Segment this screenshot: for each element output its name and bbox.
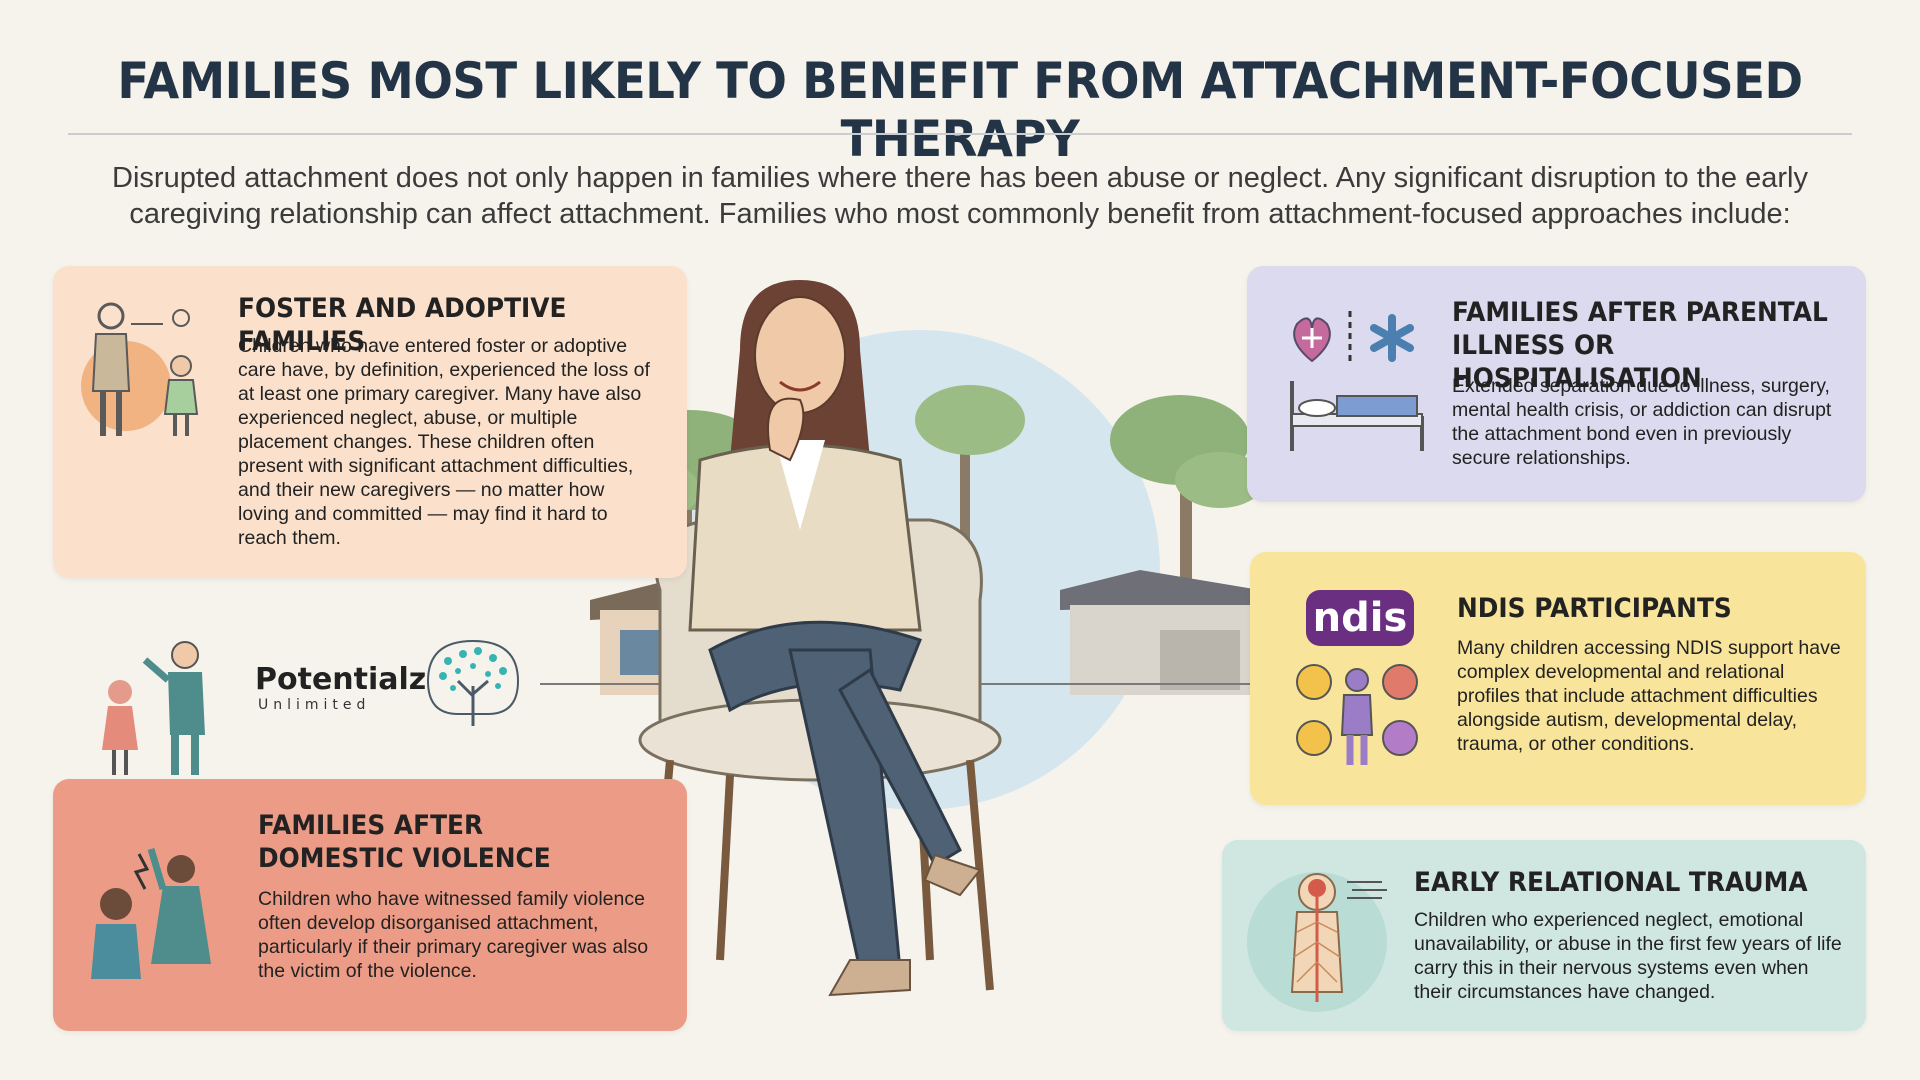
intro-text: Disrupted attachment does not only happe… bbox=[112, 162, 1808, 230]
card-foster-adoptive: FOSTER AND ADOPTIVE FAMILIES Children wh… bbox=[53, 266, 687, 578]
card-body: Many children accessing NDIS support hav… bbox=[1457, 637, 1841, 755]
card-title: FOSTER AND ADOPTIVE FAMILIES bbox=[238, 293, 567, 357]
card-title-line2: ILLNESS OR HOSPITALISATION bbox=[1452, 330, 1702, 394]
nervous-system-icon bbox=[1247, 872, 1387, 1012]
logo-tree-icon bbox=[426, 639, 520, 726]
card-title-line1: FAMILIES AFTER PARENTAL bbox=[1452, 297, 1828, 328]
title-divider bbox=[68, 133, 1852, 135]
logo-tagline: Unlimited bbox=[258, 697, 371, 713]
card-title-line2: DOMESTIC VIOLENCE bbox=[258, 843, 551, 874]
developmental-icon bbox=[1296, 664, 1418, 765]
conflict-icon bbox=[91, 847, 211, 979]
card-title-line1: FAMILIES AFTER bbox=[258, 810, 484, 841]
card-title: EARLY RELATIONAL TRAUMA bbox=[1414, 867, 1808, 898]
card-body: Children who have witnessed family viole… bbox=[258, 888, 649, 982]
house-right bbox=[1060, 570, 1260, 695]
child-adult-icon bbox=[102, 641, 205, 775]
therapist-figure bbox=[688, 280, 982, 997]
logo-wordmark: Potentialz bbox=[255, 662, 427, 697]
card-early-relational-trauma: EARLY RELATIONAL TRAUMA Children who exp… bbox=[1222, 840, 1866, 1031]
page-title: FAMILIES MOST LIKELY TO BENEFIT FROM ATT… bbox=[117, 52, 1803, 168]
tree-right bbox=[915, 385, 1265, 670]
card-body: Children who experienced neglect, emotio… bbox=[1414, 909, 1842, 1003]
card-body: Children who have entered foster or adop… bbox=[238, 335, 650, 549]
card-ndis-participants: ndis NDIS PARTICIPANTS Many children acc… bbox=[1250, 552, 1866, 805]
family-icon bbox=[81, 302, 199, 436]
hospital-icon bbox=[1290, 311, 1424, 451]
card-title: NDIS PARTICIPANTS bbox=[1457, 593, 1732, 624]
card-parental-illness: FAMILIES AFTER PARENTAL ILLNESS OR HOSPI… bbox=[1247, 266, 1866, 502]
card-domestic-violence: FAMILIES AFTER DOMESTIC VIOLENCE Childre… bbox=[53, 779, 687, 1031]
card-body: Extended separation due to illness, surg… bbox=[1452, 375, 1832, 469]
ndis-logo: ndis bbox=[1306, 590, 1414, 646]
